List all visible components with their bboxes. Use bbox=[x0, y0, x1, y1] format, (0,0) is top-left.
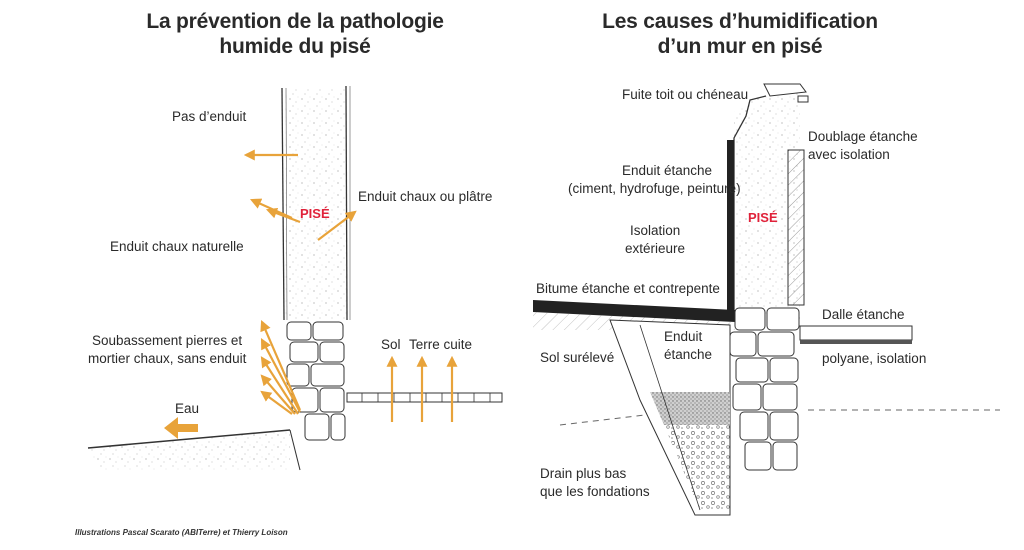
label-enduit-chaux-naturelle: Enduit chaux naturelle bbox=[110, 239, 244, 254]
label-enduit2-line2: étanche bbox=[664, 347, 713, 362]
label-bitume: Bitume étanche et contrepente bbox=[536, 281, 720, 296]
sealed-slab bbox=[799, 325, 913, 341]
right-pise-label: PISÉ bbox=[748, 210, 778, 225]
label-enduit-etanche-line1: Enduit étanche bbox=[622, 163, 713, 178]
right-diagram bbox=[533, 83, 1000, 516]
left-title: La prévention de la pathologie humide du… bbox=[110, 9, 480, 59]
right-title-line2: d’un mur en pisé bbox=[657, 35, 823, 58]
label-isolation-line2: extérieure bbox=[625, 241, 686, 256]
label-drain-line2: que les fondations bbox=[540, 484, 650, 499]
label-doublage-line2: avec isolation bbox=[808, 147, 890, 162]
label-enduit2-line1: Enduit bbox=[664, 329, 703, 344]
label-drain-line1: Drain plus bas bbox=[540, 466, 627, 481]
left-tiled-floor bbox=[346, 392, 503, 403]
left-title-line2: humide du pisé bbox=[219, 35, 371, 58]
label-fuite-toit: Fuite toit ou chéneau bbox=[622, 87, 749, 102]
left-title-line1: La prévention de la pathologie bbox=[146, 10, 444, 33]
right-title: Les causes d’humidification d’un mur en … bbox=[560, 9, 920, 59]
label-soubassement-line1: Soubassement pierres et bbox=[92, 333, 243, 348]
right-title-line1: Les causes d’humidification bbox=[602, 10, 878, 33]
label-polyane: polyane, isolation bbox=[822, 351, 927, 366]
label-sol-sureleve: Sol surélevé bbox=[540, 350, 615, 365]
label-dalle-etanche: Dalle étanche bbox=[822, 307, 905, 322]
left-pise-label: PISÉ bbox=[300, 206, 330, 221]
label-enduit-etanche-line2: (ciment, hydrofuge, peinture) bbox=[568, 181, 741, 196]
water-flow-arrow-icon bbox=[164, 417, 198, 439]
label-isolation-line1: Isolation bbox=[630, 223, 681, 238]
left-stone-plinth bbox=[286, 321, 346, 441]
left-moisture-arrows bbox=[243, 149, 458, 422]
label-terre-cuite: Terre cuite bbox=[409, 337, 473, 352]
illustration-credit: Illustrations Pascal Scarato (ABITerre) … bbox=[75, 528, 288, 537]
label-doublage-line1: Doublage étanche bbox=[808, 129, 918, 144]
label-pas-enduit: Pas d’enduit bbox=[172, 109, 247, 124]
left-diagram bbox=[87, 85, 503, 471]
right-stone-foundation bbox=[729, 307, 800, 471]
right-pise-wall bbox=[734, 88, 800, 320]
label-sol: Sol bbox=[381, 337, 401, 352]
label-eau: Eau bbox=[175, 401, 200, 416]
label-enduit-chaux-platre: Enduit chaux ou plâtre bbox=[358, 189, 493, 204]
left-pise-wall bbox=[285, 88, 348, 320]
bitumen-layer bbox=[533, 300, 735, 322]
label-soubassement-line2: mortier chaux, sans enduit bbox=[88, 351, 247, 366]
sealed-lining bbox=[787, 149, 805, 306]
sealed-render-layer bbox=[727, 140, 734, 320]
